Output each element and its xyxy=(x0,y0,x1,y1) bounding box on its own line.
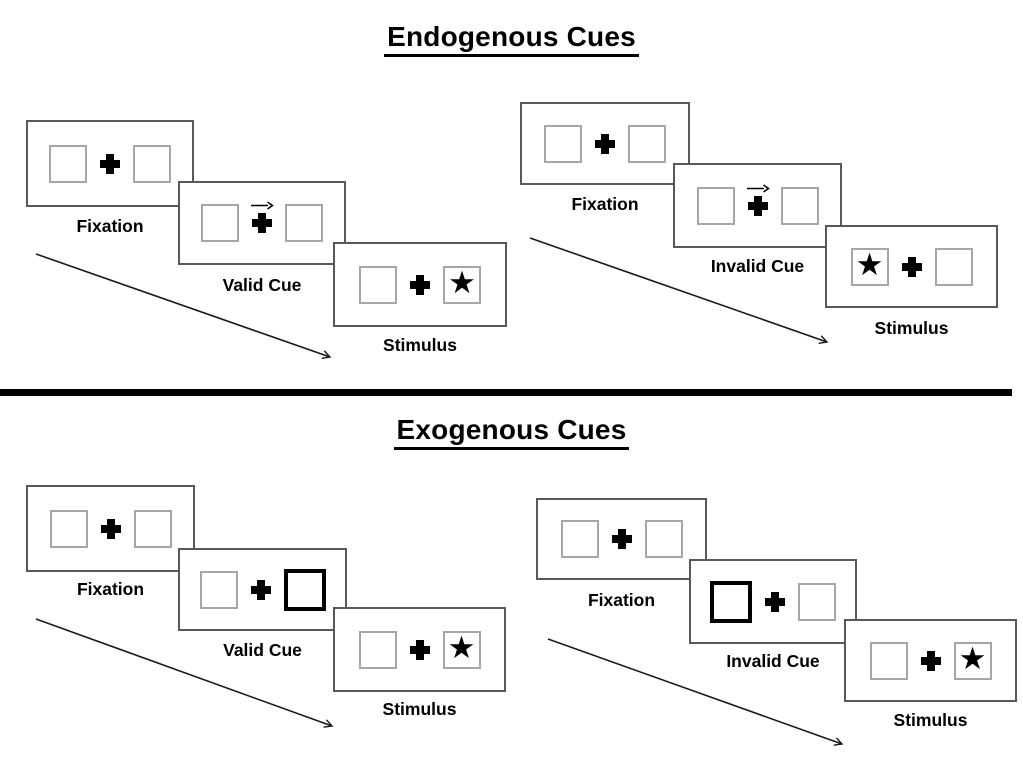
star-icon: ★ xyxy=(448,265,476,301)
fixation-cross-icon xyxy=(100,518,121,539)
right-box xyxy=(644,520,683,558)
right-box xyxy=(133,144,171,183)
panel-label: Fixation xyxy=(76,216,144,236)
fixation-cross-icon xyxy=(611,529,632,549)
fixation-cross-icon xyxy=(747,195,768,216)
timeline-arrow xyxy=(529,237,836,350)
panel-label: Valid Cue xyxy=(222,275,302,295)
fixation-cross-icon xyxy=(920,650,941,671)
panel-label: Stimulus xyxy=(383,335,457,355)
fixation-cross-icon xyxy=(410,274,430,295)
right-box xyxy=(934,247,973,286)
exo-invalid-stimulus-panel: ★ xyxy=(844,619,1017,702)
endo-valid-stimulus-panel: ★ xyxy=(333,242,507,327)
endo-valid-fixation-panel xyxy=(26,120,194,207)
panel-label: Fixation xyxy=(587,590,656,610)
fixation-cross-wrap xyxy=(765,591,785,612)
endo-valid-cue-panel xyxy=(178,181,346,265)
highlighted-cue-box xyxy=(283,568,326,611)
fixation-cross-wrap xyxy=(250,579,271,600)
endo-invalid-fixation-panel xyxy=(520,102,690,185)
right-box xyxy=(628,124,666,163)
fixation-cross-wrap xyxy=(251,201,274,233)
fixation-cross-wrap xyxy=(100,518,121,539)
fixation-cross-icon xyxy=(252,213,272,233)
panel-label: Stimulus xyxy=(382,699,457,719)
left-box xyxy=(869,641,908,680)
left-box xyxy=(544,124,582,163)
fixation-cross-icon xyxy=(901,256,922,277)
fixation-cross-wrap xyxy=(746,183,770,216)
fixation-cross-icon xyxy=(409,639,430,660)
left-box xyxy=(201,204,239,242)
timeline-arrow xyxy=(547,638,852,751)
timeline-arrow xyxy=(35,253,342,366)
endo-invalid-cue-panel xyxy=(673,163,842,248)
panel-label: Fixation xyxy=(571,194,639,214)
exogenous-section-header: Exogenous Cues xyxy=(0,414,1023,450)
panel-label: Fixation xyxy=(76,579,145,599)
fixation-cross-icon xyxy=(595,133,615,154)
left-box: ★ xyxy=(850,247,889,286)
exo-invalid-cue-panel xyxy=(689,559,857,644)
endogenous-title: Endogenous Cues xyxy=(384,21,639,57)
left-box xyxy=(199,570,238,609)
fixation-cross-wrap xyxy=(410,274,430,295)
fixation-cross-icon xyxy=(250,579,271,600)
left-box xyxy=(49,509,88,548)
fixation-cross-wrap xyxy=(100,153,120,174)
star-icon: ★ xyxy=(447,630,476,666)
right-box xyxy=(285,204,323,242)
exo-invalid-fixation-panel xyxy=(536,498,707,580)
right-box: ★ xyxy=(443,265,481,304)
left-box xyxy=(696,186,735,225)
right-arrow-icon xyxy=(746,183,770,193)
exogenous-title: Exogenous Cues xyxy=(393,414,630,450)
section-divider xyxy=(0,389,1012,396)
panel-label: Invalid Cue xyxy=(710,256,805,276)
endogenous-section-header: Endogenous Cues xyxy=(0,21,1023,57)
fixation-cross-icon xyxy=(765,591,785,612)
right-box xyxy=(780,186,819,225)
exo-valid-fixation-panel xyxy=(26,485,195,572)
panel-label: Valid Cue xyxy=(223,640,302,660)
right-arrow-icon xyxy=(251,201,274,210)
left-box xyxy=(359,265,397,304)
right-box: ★ xyxy=(953,641,992,680)
endo-invalid-stimulus-panel: ★ xyxy=(825,225,998,308)
panel-label: Stimulus xyxy=(893,710,968,730)
fixation-cross-wrap xyxy=(595,133,615,154)
highlighted-cue-box xyxy=(710,580,752,623)
fixation-cross-icon xyxy=(100,153,120,174)
exo-valid-cue-panel xyxy=(178,548,347,631)
left-box xyxy=(358,630,397,669)
right-box xyxy=(798,582,836,621)
fixation-cross-wrap xyxy=(920,650,941,671)
star-icon: ★ xyxy=(855,247,884,283)
star-icon: ★ xyxy=(958,641,987,677)
left-box xyxy=(49,144,87,183)
panel-label: Invalid Cue xyxy=(726,651,820,671)
panel-label: Stimulus xyxy=(874,318,949,338)
exo-valid-stimulus-panel: ★ xyxy=(333,607,506,692)
timeline-arrow xyxy=(35,618,342,733)
fixation-cross-wrap xyxy=(409,639,430,660)
fixation-cross-wrap xyxy=(901,256,922,277)
left-box xyxy=(560,520,599,558)
fixation-cross-wrap xyxy=(611,529,632,549)
right-box xyxy=(133,509,172,548)
right-box: ★ xyxy=(442,630,481,669)
